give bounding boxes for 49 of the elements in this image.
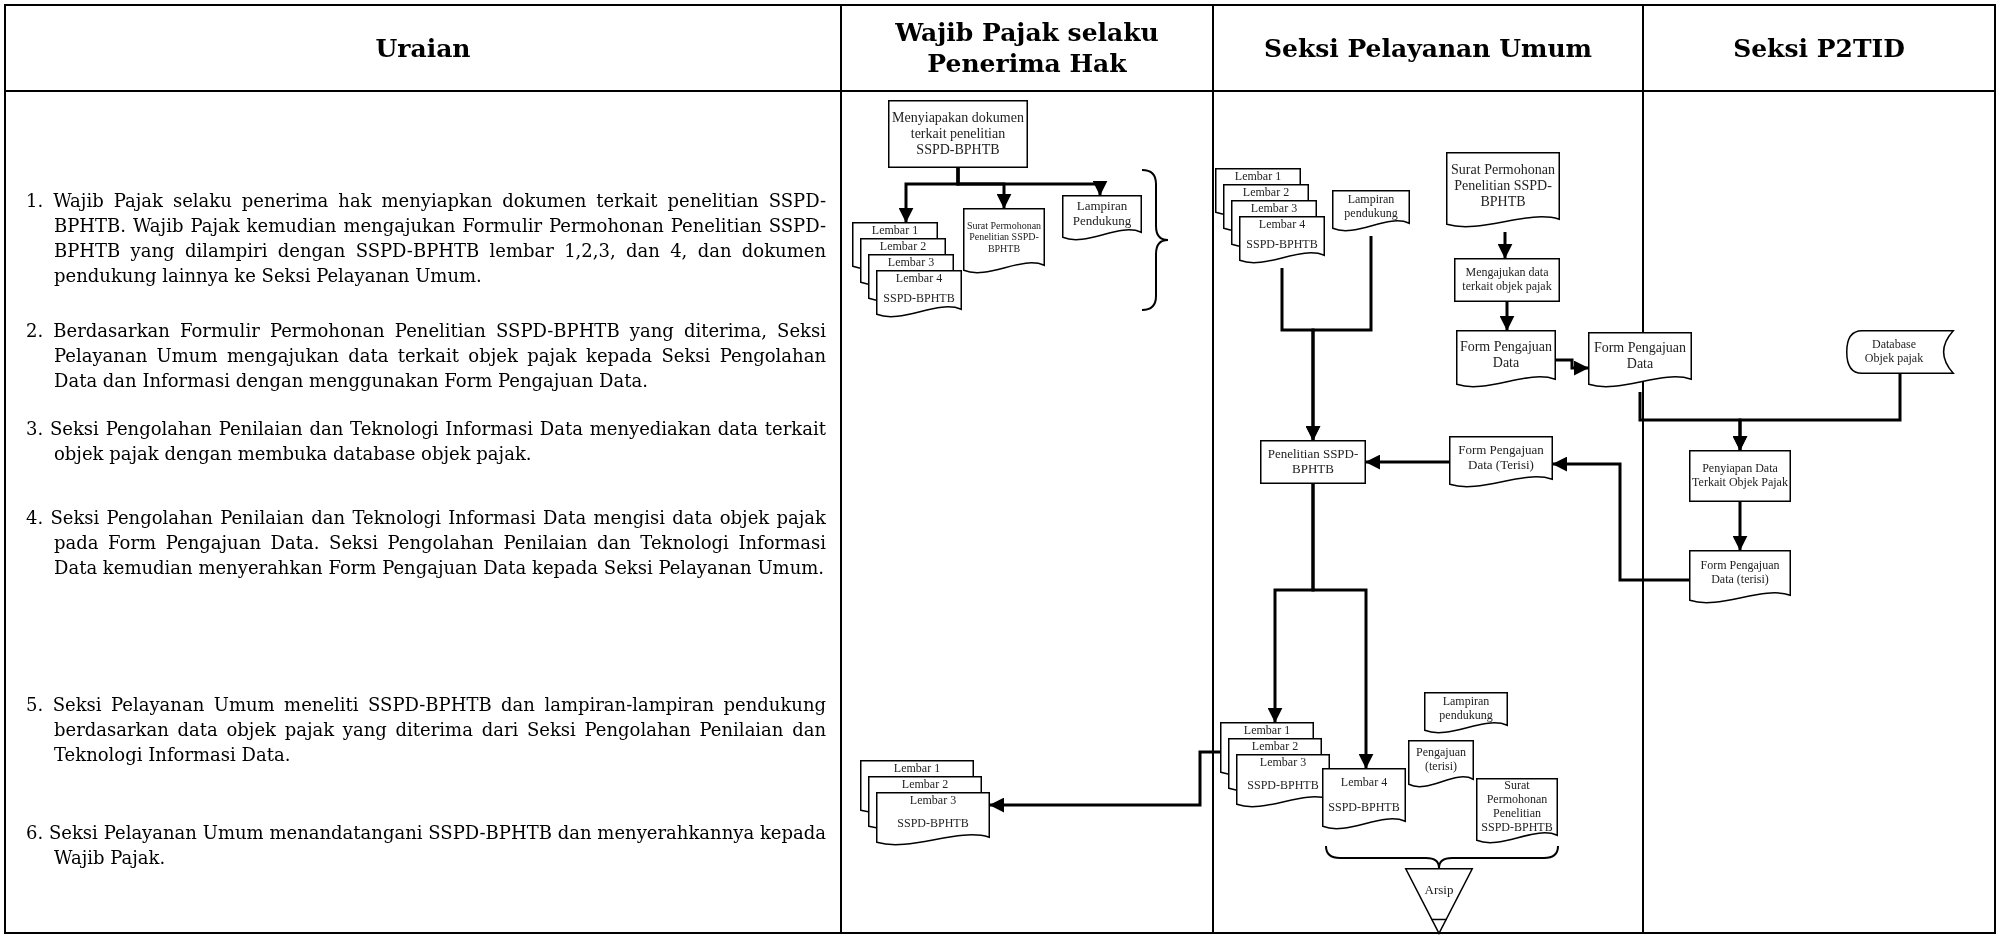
step-description: 1. Wajib Pajak selaku penerima hak menyiapkan dokumen terkait penelitian SSPD-BPHTB. Wajib Pajak kemudian mengajukan Formulir Permohonan Penelitian SSPD-BPHTB yang dilampiri dengan SSPD-BPHTB lembar 1,2,3, dan 4, dan dokumen pendukung lainnya ke Seksi Pelayanan Umum. xyxy=(26,189,826,288)
database-symbol: Database Objek pajak xyxy=(1846,330,1954,374)
arrow xyxy=(1556,358,1589,376)
sheet-label: Lembar 3 xyxy=(886,255,936,270)
swimlane xyxy=(840,4,1214,934)
sheet-label: Lembar 1 xyxy=(870,223,920,238)
arrow xyxy=(1499,302,1515,331)
archive-symbol: Arsip xyxy=(1405,868,1473,934)
arrow xyxy=(1732,374,1902,451)
sheet-label: Lembar 2 xyxy=(878,239,928,254)
sheet-label: Lembar 2 xyxy=(1250,739,1300,754)
document-title: SSPD-BPHTB xyxy=(1245,237,1319,252)
description-column xyxy=(4,4,842,934)
sheet-label: Lembar 4 xyxy=(894,271,944,286)
sheet-label: Lembar 3 xyxy=(1258,755,1308,770)
document-title: SSPD-BPHTB xyxy=(1327,798,1401,816)
arrow xyxy=(1311,484,1374,769)
arrow xyxy=(989,750,1220,813)
sheet-label: Lembar 1 xyxy=(1242,723,1292,738)
column-header: Seksi Pelayanan Umum xyxy=(1214,6,1642,92)
step-description: 2. Berdasarkan Formulir Permohonan Penelitian SSPD-BPHTB yang diterima, Seksi Pelayanan Umum mengajukan data terkait objek pajak kepada Seksi Pengolahan Data dan Informasi dengan menggunakan Form Pengajuan Data. xyxy=(26,319,826,393)
document-title: SSPD-BPHTB xyxy=(896,816,970,831)
sheet-label: Lembar 2 xyxy=(900,777,950,792)
column-header: Wajib Pajak selaku Penerima Hak xyxy=(842,6,1212,92)
document-title: SSPD-BPHTB xyxy=(882,291,956,306)
process-box: Penelitian SSPD-BPHTB xyxy=(1260,440,1366,484)
sheet-label: Lembar 3 xyxy=(1249,201,1299,216)
sheet-label: Lembar 4 xyxy=(1257,217,1307,232)
arrow xyxy=(1552,456,1689,582)
sheet-label: Lembar 1 xyxy=(1233,169,1283,184)
sheet-label: Lembar 3 xyxy=(908,793,958,808)
step-description: 5. Seksi Pelayanan Umum meneliti SSPD-BPHTB dan lampiran-lampiran pendukung berdasarkan data objek pajak yang diterima dari Seksi Pengolahan Penilaian dan Teknologi Informasi Data. xyxy=(26,693,826,767)
sheet-label: Lembar 1 xyxy=(892,761,942,776)
sheet-label: Lembar 2 xyxy=(1241,185,1291,200)
arrow xyxy=(1365,454,1449,470)
arrow xyxy=(1305,236,1373,441)
column-header: Seksi P2TID xyxy=(1644,6,1994,92)
process-box: Mengajukan data terkait objek pajak xyxy=(1454,258,1560,302)
document-title: SSPD-BPHTB xyxy=(1246,778,1320,793)
arrow xyxy=(956,168,1108,196)
column-header: Uraian xyxy=(6,6,840,92)
step-description: 3. Seksi Pengolahan Penilaian dan Teknologi Informasi Data menyediakan data terkait objek pajak dengan membuka database objek pajak. xyxy=(26,417,826,466)
arrow xyxy=(1497,232,1513,259)
process-box: Menyiapakan dokumen terkait penelitian SSPD-BPHTB xyxy=(888,100,1028,168)
step-description: 6. Seksi Pelayanan Umum menandatangani SSPD-BPHTB dan menyerahkannya kepada Wajib Pajak. xyxy=(26,821,826,870)
sheet-label: Lembar 4 xyxy=(1339,773,1389,791)
process-box: Penyiapan Data Terkait Objek Pajak xyxy=(1689,450,1791,502)
arrow xyxy=(1732,502,1748,551)
step-description: 4. Seksi Pengolahan Penilaian dan Teknologi Informasi Data mengisi data objek pajak pada Form Pengajuan Data. Seksi Pengolahan Penilaian dan Teknologi Informasi Data kemudian menyerahkan Form Pengajuan Data kepada Seksi Pelayanan Umum. xyxy=(26,506,826,580)
